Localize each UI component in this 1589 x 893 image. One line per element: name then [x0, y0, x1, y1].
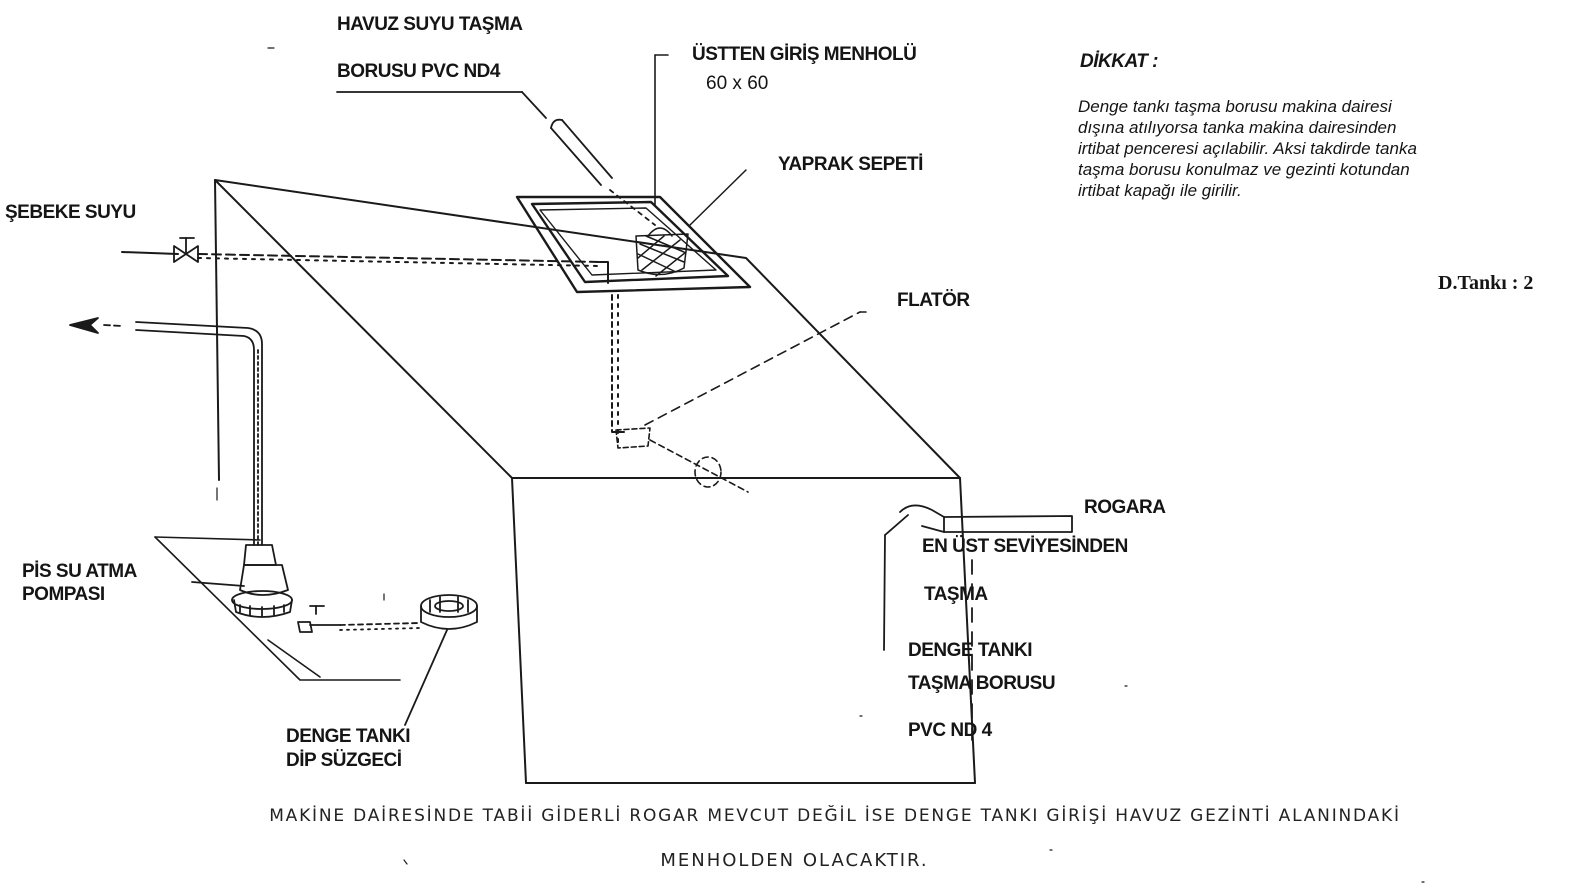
manhole-frame	[515, 195, 752, 294]
float-valve-icon	[615, 311, 867, 493]
drain-pump-label-2: POMPASI	[22, 584, 105, 605]
bottom-tap-icon	[297, 605, 421, 633]
tank-overflow-label-2: TAŞMA BORUSU	[908, 673, 1056, 694]
drain-pump-label-1: PİS SU ATMA	[22, 561, 137, 582]
tank-overflow-label-1: DENGE TANKI	[908, 640, 1032, 661]
tank-overflow-label-3: PVC ND 4	[908, 720, 992, 741]
notice-line: irtibat penceresi açılabilir. Aksi takdi…	[1078, 139, 1417, 158]
mains-valve-icon	[173, 237, 199, 263]
notice-line: irtibat kapağı ile girilir.	[1078, 181, 1242, 200]
notice-line: dışına atılıyorsa tanka makina dairesind…	[1078, 118, 1397, 137]
tank-box	[214, 179, 976, 784]
manhole-label: ÜSTTEN GİRİŞ MENHOLÜ	[692, 44, 917, 65]
bottom-strainer-label-1: DENGE TANKI	[286, 726, 410, 747]
pool-overflow-label-1: HAVUZ SUYU TAŞMA	[337, 14, 523, 35]
float-valve-label: FLATÖR	[897, 290, 970, 311]
leaf-basket-icon	[635, 169, 747, 277]
drain-pump-icon	[191, 544, 293, 618]
footer-line-1: MAKİNE DAİRESİNDE TABİİ GİDERLİ ROGAR ME…	[269, 806, 1401, 826]
notice-body: Denge tankı taşma borusu makina dairesi …	[1078, 96, 1488, 201]
notice-title: DİKKAT :	[1080, 51, 1158, 72]
manhole-size-label: 60 x 60	[706, 73, 769, 94]
top-level-label-1: EN ÜST SEVİYESİNDEN	[922, 536, 1128, 557]
scan-speckles	[216, 47, 1425, 883]
notice-line: taşma borusu konulmaz ve gezinti kotunda…	[1078, 160, 1410, 179]
bottom-strainer-label-2: DİP SÜZGECİ	[286, 750, 402, 771]
tank-reference: D.Tankı : 2	[1438, 272, 1534, 294]
floor-plate	[154, 536, 401, 681]
notice-line: Denge tankı taşma borusu makina dairesi	[1078, 97, 1392, 116]
pump-discharge-pipe	[69, 317, 263, 546]
bottom-strainer-icon	[404, 594, 478, 726]
leaf-basket-label: YAPRAK SEPETİ	[778, 154, 923, 175]
footer-line-2: MENHOLDEN OLACAKTIR.	[660, 850, 929, 871]
mains-water-pipe	[121, 251, 627, 446]
manhole-leader	[654, 54, 669, 206]
tank-overflow-pipe	[883, 504, 1073, 741]
to-manhole-label: ROGARA	[1084, 497, 1166, 518]
top-level-label-2: TAŞMA	[924, 584, 988, 605]
mains-water-label: ŞEBEKE SUYU	[5, 202, 136, 223]
pool-overflow-label-2: BORUSU PVC ND4	[337, 61, 500, 82]
pool-overflow-pipe	[336, 91, 656, 226]
